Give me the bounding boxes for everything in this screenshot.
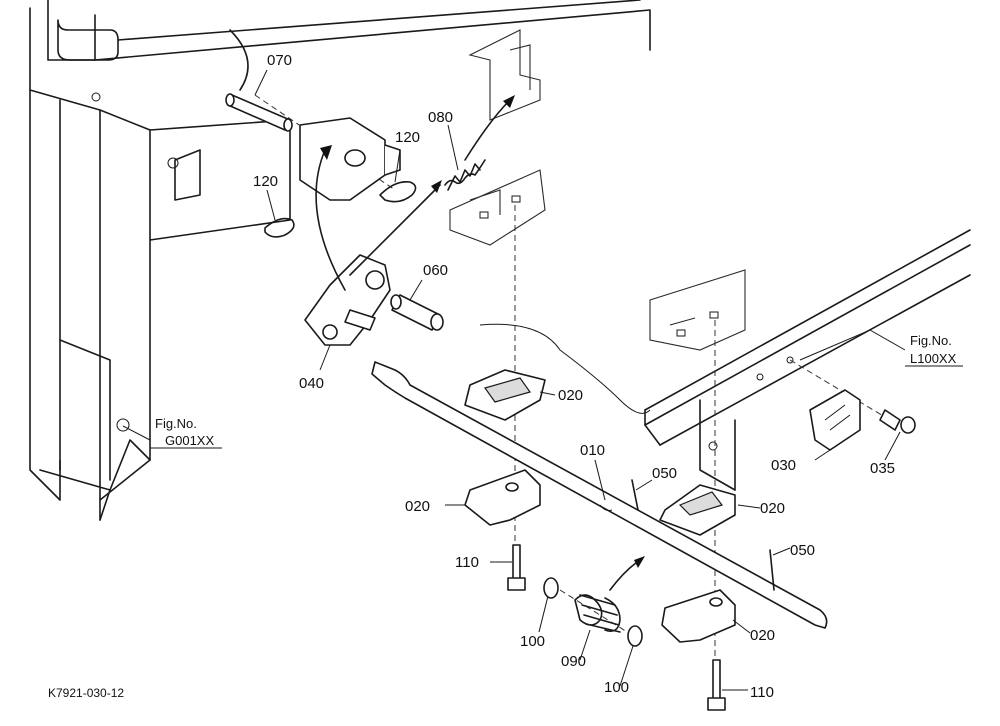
callout-090: 090 bbox=[561, 653, 586, 670]
plate-030 bbox=[809, 389, 861, 451]
bracket-upper bbox=[299, 117, 401, 201]
pin-050-b bbox=[769, 549, 775, 591]
leader-lines bbox=[122, 69, 906, 691]
clip-120-right bbox=[379, 180, 417, 203]
callout-020-left: 020 bbox=[405, 498, 430, 515]
callout-030: 030 bbox=[771, 457, 796, 474]
callout-010: 010 bbox=[580, 442, 605, 459]
right-frame-rail bbox=[644, 229, 971, 491]
bolt-110-right bbox=[707, 659, 726, 711]
washer-100-left bbox=[543, 577, 559, 599]
washer-100-right bbox=[627, 625, 643, 647]
assembly-arrows bbox=[315, 95, 645, 591]
callout-020-upper: 020 bbox=[558, 387, 583, 404]
callout-110-right: 110 bbox=[750, 684, 774, 701]
callout-050-a: 050 bbox=[652, 465, 677, 482]
fig-ref-code: G001XX bbox=[165, 433, 214, 448]
bolt-110-left bbox=[507, 544, 526, 591]
rod-010 bbox=[371, 361, 828, 629]
fig-ref-code: L100XX bbox=[910, 351, 957, 366]
figure-code: K7921-030-12 bbox=[48, 686, 124, 700]
callout-040: 040 bbox=[299, 375, 324, 392]
left-frame bbox=[29, 0, 651, 521]
block-020-lower-left bbox=[464, 469, 541, 526]
callout-020-lower: 020 bbox=[750, 627, 775, 644]
upper-bracket bbox=[449, 29, 746, 351]
callout-070: 070 bbox=[267, 52, 292, 69]
block-020-right bbox=[659, 484, 736, 536]
pin-060 bbox=[390, 294, 444, 331]
callout-100-left: 100 bbox=[520, 633, 545, 650]
block-020-upper bbox=[464, 369, 546, 421]
pin-050-a bbox=[631, 479, 639, 511]
callout-080: 080 bbox=[428, 109, 453, 126]
block-020-lower-right bbox=[661, 589, 736, 643]
callout-020-right: 020 bbox=[760, 500, 785, 517]
fig-ref-label: Fig.No. bbox=[910, 333, 952, 348]
clip-120-left bbox=[264, 217, 295, 238]
callout-100-right: 100 bbox=[604, 679, 629, 696]
callout-050-b: 050 bbox=[790, 542, 815, 559]
fig-ref-left: Fig.No. G001XX bbox=[150, 416, 222, 449]
spring-090 bbox=[574, 594, 621, 633]
callout-035: 035 bbox=[870, 460, 895, 477]
callout-120-left: 120 bbox=[253, 173, 278, 190]
fig-ref-label: Fig.No. bbox=[155, 416, 197, 431]
callout-110-left: 110 bbox=[455, 554, 479, 571]
pin-070 bbox=[225, 93, 293, 132]
bolt-035 bbox=[879, 409, 916, 434]
lever-040 bbox=[304, 254, 391, 346]
callout-120-right: 120 bbox=[395, 129, 420, 146]
callout-060: 060 bbox=[423, 262, 448, 279]
callouts: 070 080 120 120 060 040 020 010 050 020 … bbox=[253, 52, 895, 701]
fig-ref-right: Fig.No. L100XX bbox=[905, 333, 963, 367]
spring-080 bbox=[444, 159, 486, 191]
break-line bbox=[479, 323, 651, 414]
